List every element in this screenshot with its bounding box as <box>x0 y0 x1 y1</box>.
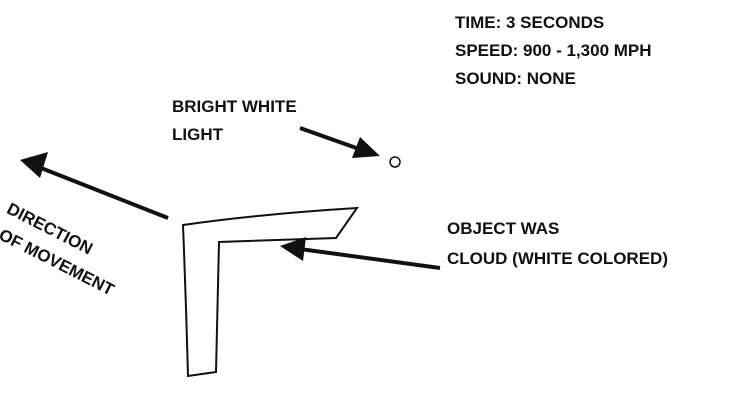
sound-stat: SOUND: NONE <box>455 69 576 88</box>
time-stat: TIME: 3 SECONDS <box>455 13 605 32</box>
light-pointer-arrow <box>299 126 380 158</box>
object-label-line2: CLOUD (WHITE COLORED) <box>447 249 668 268</box>
bright-light-dot <box>389 156 401 168</box>
object-pointer-arrow <box>280 237 441 270</box>
direction-arrow <box>20 152 169 220</box>
object-label-line1: OBJECT WAS <box>447 219 560 238</box>
light-label-line1: BRIGHT WHITE <box>172 97 297 116</box>
light-label-line2: LIGHT <box>172 125 223 144</box>
l-shaped-cloud-object <box>181 206 360 378</box>
speed-stat: SPEED: 900 - 1,300 MPH <box>455 41 652 60</box>
